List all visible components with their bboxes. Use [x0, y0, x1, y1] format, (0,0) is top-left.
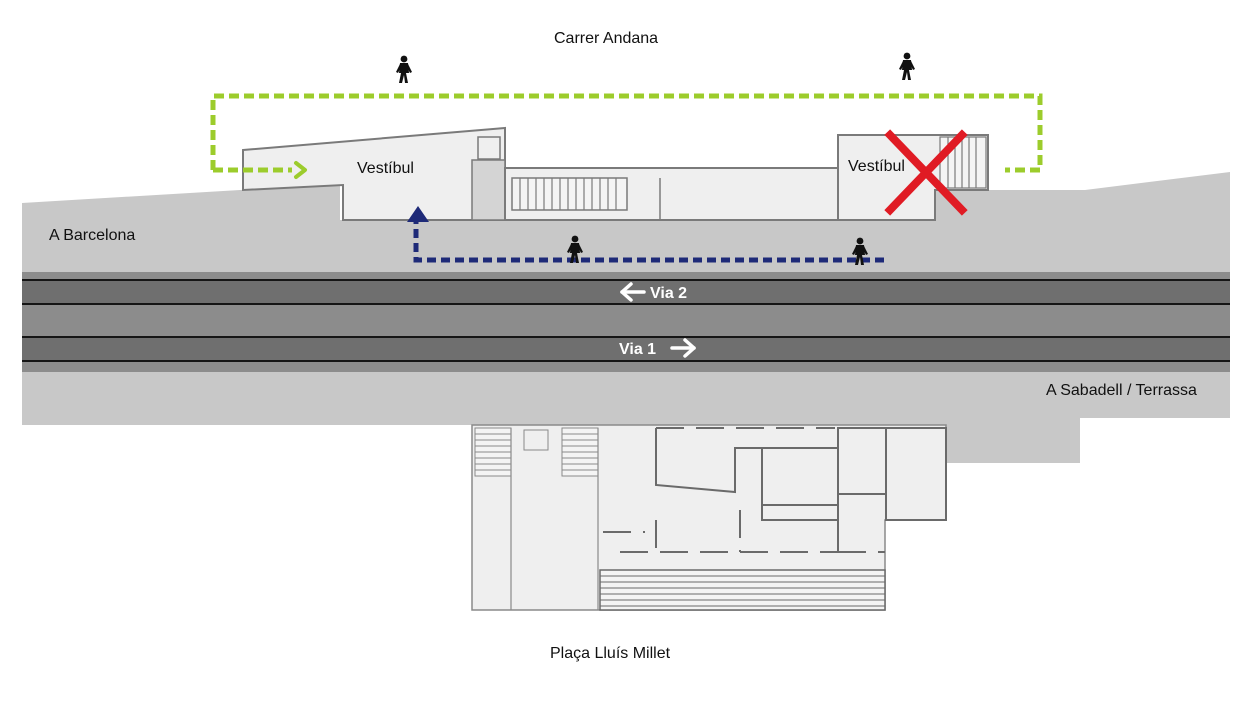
- square-bottom-label: Plaça Lluís Millet: [550, 645, 671, 662]
- vestibule-left-building: [242, 126, 506, 221]
- track-1-label: Via 1: [619, 341, 656, 358]
- right-ground: [935, 172, 1230, 225]
- stairs-bottom: [599, 569, 886, 611]
- direction-left-label: A Barcelona: [49, 227, 136, 244]
- street-route: [210, 93, 1043, 173]
- platform-route-arrowhead: [407, 206, 429, 222]
- stairs-center: [511, 177, 628, 211]
- arrow-left-icon: [620, 282, 646, 302]
- vestibule-left-label: Vestíbul: [357, 160, 414, 177]
- upper-platform: [22, 185, 1230, 272]
- pedestrian-icon: [396, 55, 412, 83]
- vestibule-right-label: Vestíbul: [848, 158, 905, 175]
- direction-right-label: A Sabadell / Terrassa: [1046, 382, 1197, 399]
- track-2-label: Via 2: [650, 285, 687, 302]
- stairs-right: [939, 136, 987, 189]
- street-top-label: Carrer Andana: [554, 30, 659, 47]
- arrow-right-icon: [670, 338, 696, 358]
- lower-platform: [22, 372, 1230, 463]
- street-route-arrowhead: [294, 161, 307, 179]
- platform-route: [413, 222, 884, 263]
- pedestrian-icon: [899, 52, 915, 80]
- red-x-closed-icon: [884, 129, 968, 216]
